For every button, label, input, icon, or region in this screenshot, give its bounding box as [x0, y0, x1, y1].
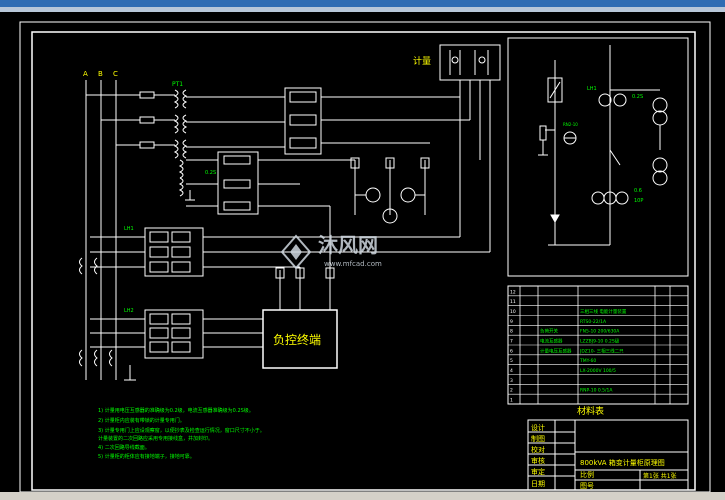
status-bar [0, 492, 725, 500]
materials-title: 材料表 [577, 405, 604, 417]
fuse-1 [139, 91, 155, 99]
tb-approve: 审定 [531, 467, 545, 476]
fuse-label-10p: 10P [634, 198, 643, 204]
materials-cell: 三相三线 电能计量装置 [580, 308, 627, 315]
tb-review: 审核 [531, 456, 545, 465]
pt-label: PT1 [172, 81, 183, 88]
sheet-info: 第1张 共1张 [643, 472, 677, 480]
materials-cell: RNP-10 0.5/1A [580, 388, 613, 394]
lh1-label: LH1 [124, 226, 134, 232]
materials-cell: 4 [510, 368, 513, 374]
indicator-lamps [350, 157, 430, 224]
window-menu-strip [0, 7, 725, 12]
tb-check: 校对 [531, 445, 545, 454]
watermark: 沐风网 www.mfcad.com [280, 233, 382, 270]
watermark-logo-icon [280, 234, 312, 270]
energy-meter [439, 44, 501, 170]
main-bus [85, 80, 117, 380]
title-block-labels: 设计 制图 校对 审核 审定 日期 比例 图号 [531, 423, 594, 490]
materials-cell: 12 [510, 289, 516, 295]
breaker-ratio: 0.6 [634, 188, 642, 194]
fuse-3 [139, 141, 155, 149]
phase-a-label: A [83, 70, 88, 78]
drawing-frame [31, 31, 696, 491]
meter-terminal-block [284, 87, 470, 155]
materials-cell: 计量电压互感器 [540, 347, 572, 354]
drawing-title: 800kVA 箱变计量柜原理图 [580, 458, 665, 467]
tb-draw: 制图 [531, 434, 545, 443]
materials-cell: LX-2000V 100/5 [580, 368, 616, 374]
note-4: 计量装置的二次回路应采用专用接线盒，并加封印。 [98, 435, 213, 442]
materials-cell: 9 [510, 319, 513, 325]
materials-cell: 6 [510, 348, 513, 354]
ct-ratio-label: 0.2S [205, 170, 216, 176]
notes: 1) 计量用电压互感器的准确级为0.2级，电流互感器准确级为0.2S级。 2) … [98, 407, 265, 460]
watermark-url: www.mfcad.com [324, 260, 382, 268]
materials-cell: 负荷开关 [540, 328, 558, 335]
secondary-pt-block [178, 151, 355, 215]
materials-cell: 电流互感器 [540, 338, 563, 345]
note-1: 1) 计量用电压互感器的准确级为0.2级，电流互感器准确级为0.2S级。 [98, 407, 254, 414]
fuse-model: RN2-10 [563, 122, 578, 127]
pt-branch [86, 89, 285, 159]
ct-block-lh2 [79, 309, 263, 381]
materials-cell: RTS0-22/1A [580, 319, 607, 325]
terminal-label: 负控终端 [273, 332, 321, 347]
materials-cell: TMY-60 [579, 358, 596, 364]
tb-design: 设计 [531, 423, 545, 432]
window-title-bar [0, 0, 725, 7]
ct-block-lh1 [79, 227, 490, 277]
meter-label: 计量 [413, 55, 431, 67]
materials-cell: 8 [510, 329, 513, 335]
ct-ratio-b: 0.2S [632, 94, 643, 100]
note-6: 5) 计量柜的柜体应有接地端子，接地可靠。 [98, 453, 195, 460]
phase-c-label: C [113, 70, 118, 78]
terminal-wiring [275, 97, 491, 310]
materials-cell: JDZ10- 三相三线二只 [579, 347, 624, 354]
materials-cell: 3 [510, 378, 513, 384]
watermark-name: 沐风网 [318, 233, 378, 257]
note-2: 2) 计量柜内应装有带锁的计量专用门。 [98, 417, 185, 424]
materials-cell: 5 [510, 358, 513, 364]
tb-date: 日期 [531, 480, 545, 488]
title-block [527, 419, 689, 491]
materials-cell: LZZBJ9-10 0.2S级 [580, 338, 620, 345]
note-5: 4) 二次回路导线截面。 [98, 444, 150, 451]
fuse-2 [139, 116, 155, 124]
materials-cell: 2 [510, 388, 513, 394]
materials-cell: 7 [510, 339, 513, 345]
materials-cell: 11 [510, 299, 516, 305]
terminal-box [262, 309, 338, 369]
single-line-panel [507, 37, 689, 277]
tb-scale: 比例 [580, 470, 594, 479]
materials-cell: 1 [510, 398, 513, 404]
lh2-label: LH2 [124, 308, 134, 314]
tb-drawing-no: 图号 [580, 482, 594, 490]
materials-cell: FN5-10 200/630A [580, 329, 620, 335]
note-3: 3) 计量专用门上应设观察窗，以便抄表及检查运行情况，窗口尺寸不小于。 [98, 427, 265, 434]
lh-ratio-a: LH1 [587, 86, 597, 92]
phase-b-label: B [98, 70, 103, 78]
single-line-diagram [538, 45, 668, 246]
materials-cell: 10 [510, 309, 516, 315]
phase-labels: A B C [83, 70, 118, 78]
